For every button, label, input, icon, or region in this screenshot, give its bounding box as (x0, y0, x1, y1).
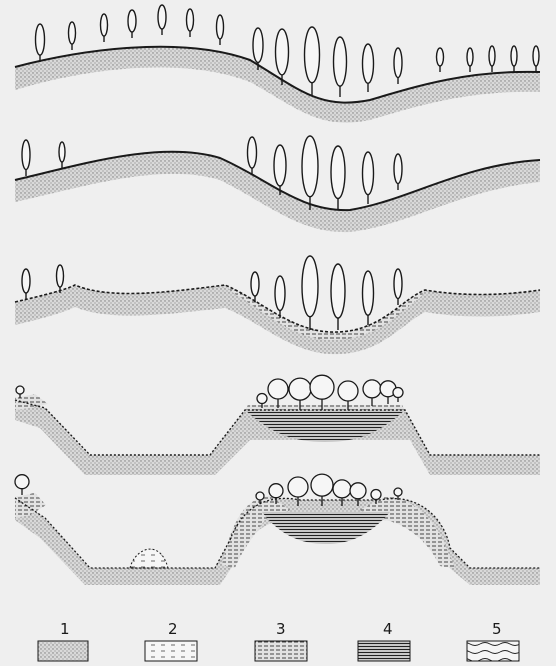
legend-item-5: 5 (467, 620, 519, 661)
poplar-tree (22, 140, 30, 176)
legend-label-3: 3 (276, 620, 286, 638)
legend-swatch-2 (145, 641, 197, 661)
legend: 1 2 3 4 5 (38, 620, 519, 661)
poplar-tree (394, 154, 402, 190)
legend-item-3: 3 (255, 620, 307, 661)
poplar-tree (217, 15, 224, 45)
poplar-tree (69, 22, 76, 50)
poplar-tree (59, 142, 65, 168)
poplar-tree (533, 46, 539, 72)
legend-item-2: 2 (145, 620, 197, 661)
poplar-tree (302, 136, 318, 210)
poplar-tree (467, 48, 473, 72)
legend-label-1: 1 (60, 620, 70, 638)
rim-dense-left (222, 496, 290, 568)
poplar-tree (275, 276, 285, 318)
round-tree (363, 380, 381, 406)
poplar-tree (511, 46, 517, 72)
legend-swatch-4 (358, 641, 410, 661)
legend-swatch-3 (255, 641, 307, 661)
poplar-tree (489, 46, 495, 72)
basin-fill (262, 512, 390, 544)
poplar-tree (305, 27, 320, 95)
poplar-tree (22, 269, 30, 299)
poplar-tree (158, 5, 166, 35)
basin-top-dense (245, 405, 405, 410)
poplar-tree (128, 10, 136, 38)
poplar-tree (302, 256, 318, 330)
round-tree (16, 386, 24, 398)
legend-label-4: 4 (383, 620, 393, 638)
poplar-tree (394, 269, 402, 305)
poplar-tree (334, 37, 347, 97)
poplar-tree (36, 24, 45, 62)
poplar-tree (363, 152, 374, 204)
panel-stage-5 (15, 493, 540, 585)
legend-label-2: 2 (168, 620, 178, 638)
poplar-tree (101, 14, 108, 42)
poplar-tree (331, 146, 345, 210)
mound (130, 549, 168, 568)
legend-label-5: 5 (492, 620, 502, 638)
poplar-tree (363, 271, 374, 325)
round-tree (268, 379, 288, 408)
round-tree (15, 475, 29, 495)
round-tree (310, 375, 334, 410)
poplar-tree (251, 272, 259, 302)
hillock-dense (15, 493, 46, 518)
legend-swatch-5 (467, 641, 519, 661)
legend-item-4: 4 (358, 620, 410, 661)
round-tree (393, 388, 403, 403)
poplar-tree (331, 264, 345, 330)
poplar-tree (363, 44, 374, 92)
poplar-tree (248, 137, 257, 175)
poplar-tree (394, 48, 402, 84)
poplar-tree (187, 9, 194, 37)
poplar-tree (437, 48, 444, 72)
poplar-tree (57, 265, 64, 293)
legend-item-1: 1 (38, 620, 88, 661)
legend-swatch-1 (38, 641, 88, 661)
